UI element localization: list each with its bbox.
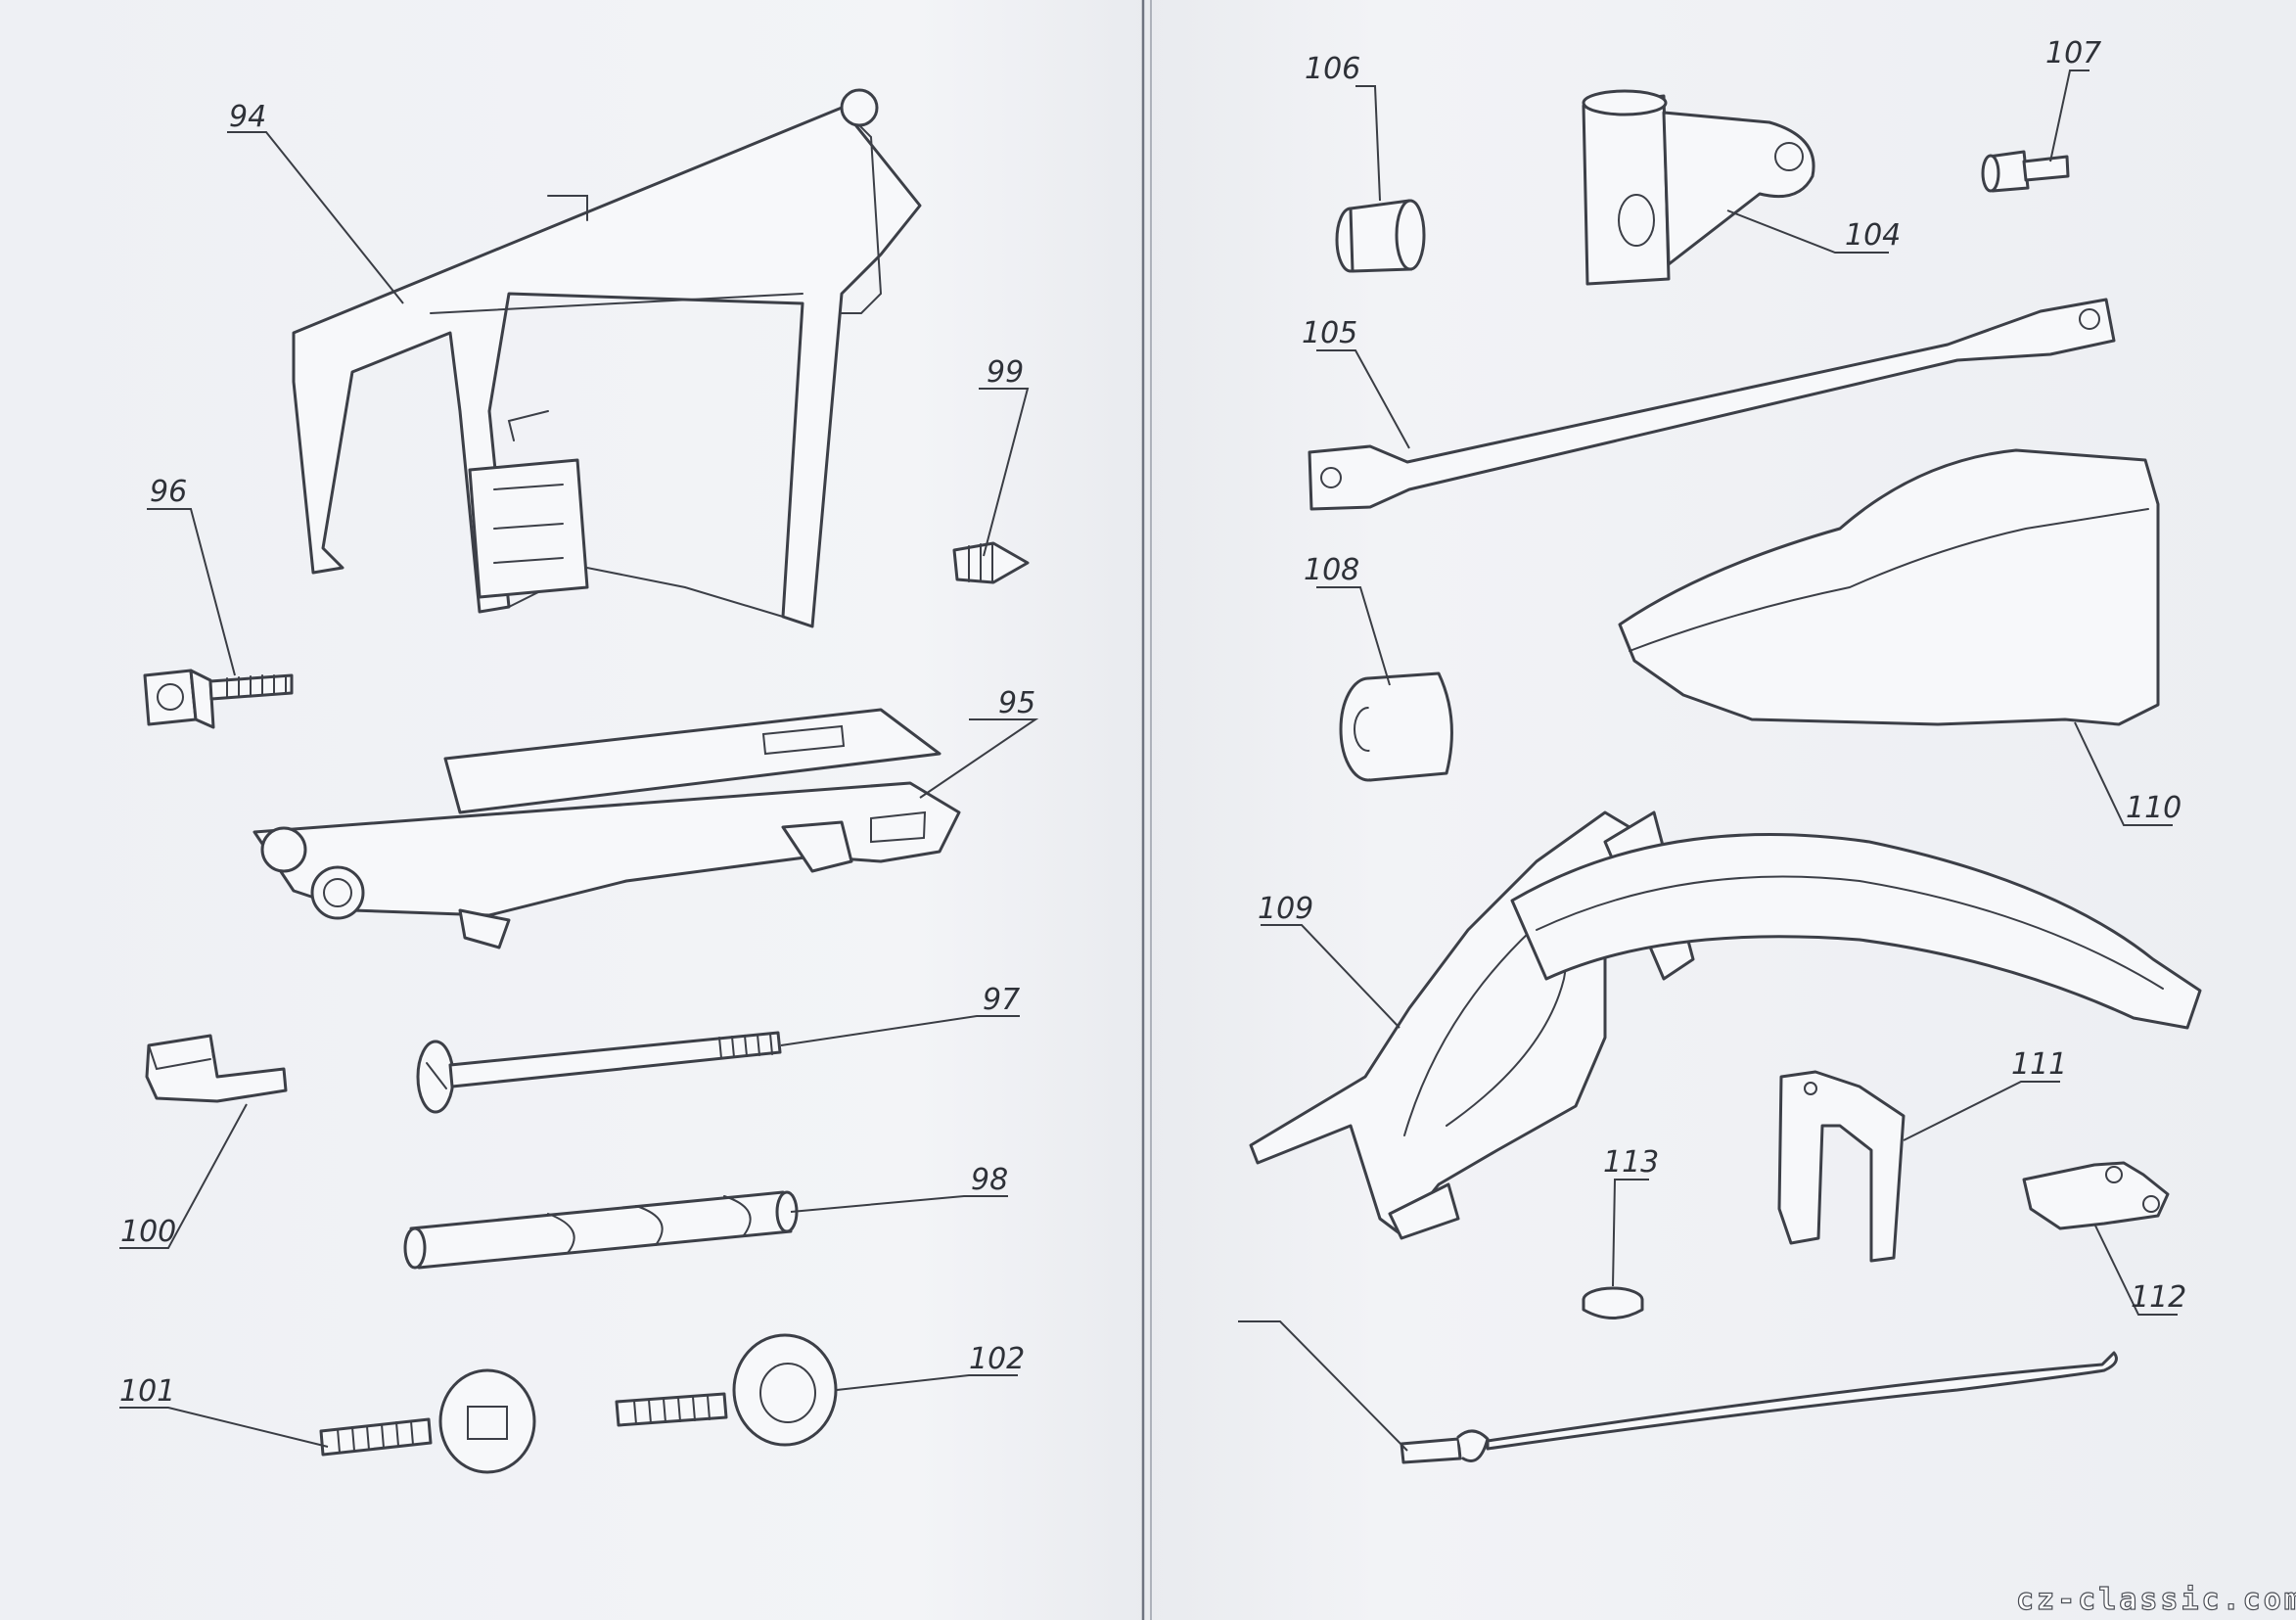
part-100-bracket — [145, 1034, 288, 1103]
part-102-chain-adjuster — [615, 1333, 838, 1447]
callout-96: 96 — [150, 475, 187, 509]
part-106-pin — [1981, 150, 2070, 193]
left-page-leaders — [119, 131, 1039, 1448]
part-97-spindle — [416, 1031, 782, 1114]
part-95-swing-arm — [253, 708, 961, 949]
callout-101: 101 — [119, 1374, 175, 1409]
callout-109: 110 — [2126, 791, 2181, 825]
part-103-clamp-bracket — [1582, 89, 1815, 286]
callout-100: 100 — [120, 1215, 176, 1249]
callout-112: 113 — [1603, 1145, 1659, 1180]
callout-103: 104 — [1845, 218, 1901, 253]
callout-95: 95 — [998, 686, 1035, 720]
callout-107: 108 — [1304, 553, 1359, 587]
callout-94: 94 — [229, 100, 266, 134]
part-113-stay-rod — [1400, 1351, 2118, 1464]
part-98-tube — [403, 1190, 799, 1270]
part-94-frame — [292, 88, 922, 628]
right-page-callouts: 106 107 104 105 108 109 110 111 112 113 — [1258, 36, 2186, 1315]
part-112-plug — [1582, 1286, 1644, 1319]
callout-99: 99 — [987, 355, 1024, 390]
part-108-mudguard — [1510, 833, 2202, 1030]
part-105-bushing — [1335, 199, 1426, 273]
watermark: cz-classic.com — [2016, 1583, 2296, 1617]
callout-110: 111 — [2011, 1047, 2067, 1082]
part-99-rubber-cone — [952, 541, 1030, 584]
part-104-tie-rod — [1308, 298, 2116, 511]
right-page-leaders — [1238, 69, 2178, 1452]
callout-108: 109 — [1258, 892, 1313, 926]
callout-106: 107 — [2045, 36, 2101, 70]
part-111-plate — [2022, 1161, 2170, 1230]
part-96-adjuster — [143, 669, 294, 729]
callout-97: 97 — [983, 983, 1020, 1017]
part-107-bushing — [1339, 671, 1453, 782]
callout-105: 106 — [1305, 52, 1360, 86]
callout-98: 98 — [971, 1163, 1008, 1197]
part-109-seat — [1618, 448, 2160, 726]
part-101-chain-adjuster — [319, 1368, 536, 1474]
part-110-bracket — [1777, 1070, 1906, 1263]
callout-104: 105 — [1302, 316, 1357, 350]
callout-102: 102 — [969, 1342, 1025, 1376]
callout-111: 112 — [2131, 1280, 2186, 1315]
left-page-callouts: 94 95 96 97 98 99 100 101 102 — [119, 100, 1035, 1409]
